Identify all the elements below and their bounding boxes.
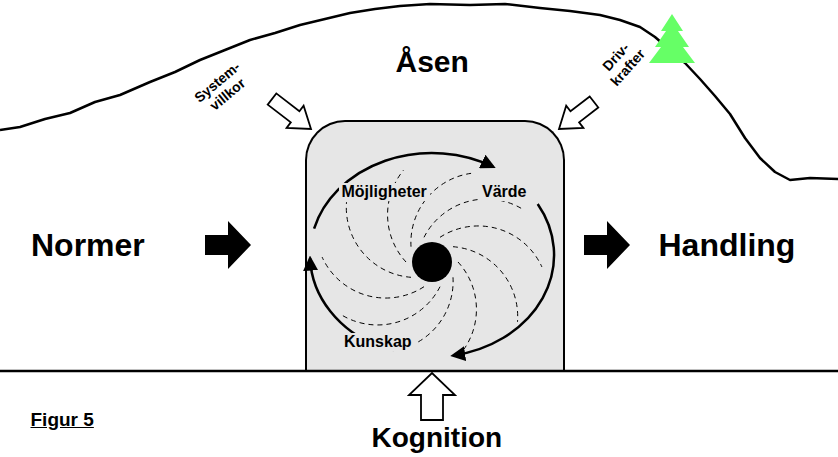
figure-caption: Figur 5 xyxy=(31,409,94,431)
output-label: Handling xyxy=(659,227,796,264)
cycle-label: Kunskap xyxy=(341,333,415,351)
hill-region: ÅsenMöjligheter VärdeKunskap xyxy=(0,0,838,372)
hill-name: Åsen xyxy=(396,45,469,80)
input-label: Normer xyxy=(31,227,145,264)
input-arrow xyxy=(205,221,251,269)
cognition-arrow xyxy=(409,373,455,420)
force-label: System- villkor xyxy=(191,58,253,118)
cycle-label: Möjligheter xyxy=(339,183,430,201)
core-dot xyxy=(412,242,452,282)
driver-arrow xyxy=(559,97,598,130)
force-label: Driv- krafter xyxy=(595,35,648,89)
condition-arrow xyxy=(268,93,311,129)
cycle-label: Värde xyxy=(479,183,529,201)
base-label: Kognition xyxy=(372,422,503,454)
output-arrow xyxy=(584,221,630,269)
ground-line xyxy=(0,370,838,373)
